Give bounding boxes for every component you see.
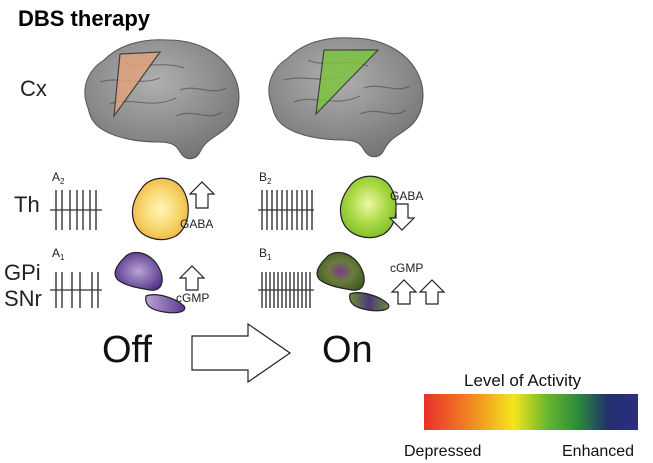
row-label-snr: SNr bbox=[4, 286, 42, 311]
row-label-thalamus: Th bbox=[14, 192, 40, 217]
marker-gaba-on: GABA bbox=[390, 189, 423, 203]
state-label-on: On bbox=[322, 329, 373, 371]
state-label-off: Off bbox=[102, 329, 152, 371]
arrow-up-cgmp-on-2 bbox=[418, 279, 446, 305]
panel-label-b2: B2 bbox=[259, 170, 272, 186]
legend-title: Level of Activity bbox=[464, 371, 582, 390]
marker-gaba-off: GABA bbox=[180, 217, 213, 231]
row-label-cortex: Cx bbox=[20, 76, 47, 101]
spike-train-a1 bbox=[50, 272, 102, 308]
arrow-up-cgmp-off bbox=[178, 265, 206, 291]
snr-off bbox=[145, 294, 186, 314]
brain-on bbox=[268, 37, 424, 158]
transition-arrow bbox=[191, 322, 292, 384]
arrow-down-gaba-on bbox=[388, 203, 416, 231]
row-label-gpi: GPi bbox=[4, 260, 41, 285]
thalamus-off bbox=[131, 177, 189, 241]
legend-low-label: Depressed bbox=[404, 443, 481, 460]
marker-cgmp-off: cGMP bbox=[176, 291, 209, 305]
arrow-up-cgmp-on-1 bbox=[390, 279, 418, 305]
brain-off bbox=[84, 39, 240, 160]
activity-legend: Level of Activity Depressed Enhanced bbox=[404, 371, 638, 460]
panel-label-b1: B1 bbox=[259, 246, 272, 262]
spike-train-b1 bbox=[258, 272, 314, 308]
spike-train-a2 bbox=[50, 190, 102, 230]
legend-gradient-bar bbox=[424, 394, 638, 430]
spike-train-b2 bbox=[258, 190, 314, 230]
panel-label-a2: A2 bbox=[52, 170, 65, 186]
snr-on bbox=[349, 292, 390, 312]
panel-label-a1: A1 bbox=[52, 246, 65, 262]
cortex-on-region bbox=[315, 49, 380, 116]
legend-high-label: Enhanced bbox=[562, 443, 634, 460]
thalamus-on bbox=[339, 175, 397, 239]
arrow-up-gaba-off bbox=[188, 181, 216, 209]
gpi-on bbox=[316, 251, 365, 291]
cortex-off-region bbox=[113, 51, 162, 119]
gpi-off bbox=[114, 251, 163, 291]
marker-cgmp-on: cGMP bbox=[390, 261, 423, 275]
page-title: DBS therapy bbox=[18, 6, 151, 31]
